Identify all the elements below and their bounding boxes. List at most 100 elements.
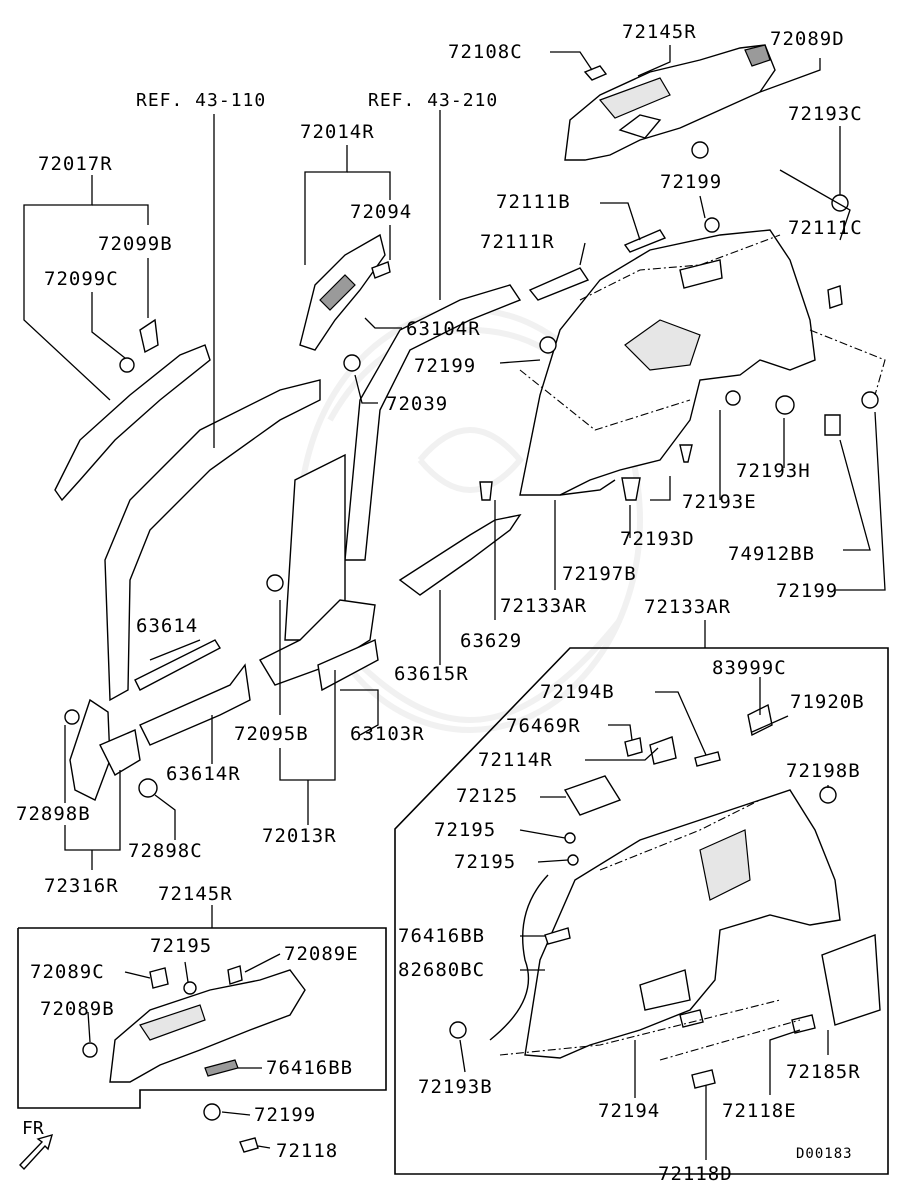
trim-63103R: [317, 638, 379, 692]
detail-rear-quarter-trim: [524, 789, 841, 1059]
ref-label-43-110: REF. 43-110: [136, 90, 266, 111]
label-72194B: 72194B: [540, 681, 615, 703]
label-72111C: 72111C: [788, 217, 863, 239]
clip-72198B: [819, 786, 837, 804]
pad-72194: [679, 1009, 704, 1028]
label-71920B: 71920B: [790, 691, 865, 713]
label-72111R: 72111R: [480, 231, 555, 253]
label-72118: 72118: [276, 1140, 338, 1162]
clip-72099C: [119, 357, 135, 373]
screw-72199-upper: [704, 217, 720, 233]
clip-63629: [479, 481, 493, 501]
label-83999C: 83999C: [712, 657, 787, 679]
label-63104R: 63104R: [406, 318, 481, 340]
front-pillar-trim: [54, 344, 211, 502]
detail-box-right: [394, 647, 889, 1175]
label-74912BB: 74912BB: [728, 543, 815, 565]
label-72197B: 72197B: [562, 563, 637, 585]
label-72125: 72125: [456, 785, 518, 807]
label-72199-b: 72199: [414, 355, 476, 377]
weatherstrip-rear: [344, 284, 522, 561]
label-72316R: 72316R: [44, 875, 119, 897]
screw-72193H: [775, 395, 795, 415]
clip-72898B: [64, 709, 80, 725]
clip-72898C: [138, 778, 158, 798]
label-72185R: 72185R: [786, 1061, 861, 1083]
label-72095B: 72095B: [234, 723, 309, 745]
clip-72195-left: [183, 981, 197, 995]
diagram-code: D00183: [796, 1146, 853, 1162]
detail-box-left: [17, 927, 387, 1109]
pillar-lower-trim: [259, 453, 376, 686]
clip-72195-b: [564, 832, 576, 844]
screw-72039: [343, 354, 361, 372]
label-76416BB-a: 76416BB: [266, 1057, 353, 1079]
fr-label: FR: [22, 1118, 44, 1139]
bracket-72111B: [623, 229, 667, 253]
label-63614R: 63614R: [166, 763, 241, 785]
label-72193D: 72193D: [620, 528, 695, 550]
clip-76416BB: [544, 927, 571, 945]
label-63103R: 63103R: [350, 723, 425, 745]
part-labels: REF. 43-110 REF. 43-210 72108C 72145R 72…: [16, 21, 865, 1185]
scuff-plate-63614: [134, 639, 221, 691]
clip-72095B: [266, 574, 284, 592]
label-72199-a: 72199: [660, 171, 722, 193]
screw-72193B: [449, 1021, 467, 1039]
label-72014R: 72014R: [300, 121, 375, 143]
label-72898B: 72898B: [16, 803, 91, 825]
front-direction-arrow: FR: [19, 1118, 54, 1171]
pad-72118D: [691, 1069, 716, 1089]
step-plate-63615R: [398, 513, 522, 596]
label-72089C: 72089C: [30, 961, 105, 983]
label-63614: 63614: [136, 615, 198, 637]
clip-72089E: [227, 965, 243, 985]
clip-74912BB: [824, 414, 841, 436]
tray-72125: [563, 775, 622, 816]
label-72099B: 72099B: [98, 233, 173, 255]
label-82680BC: 82680BC: [398, 959, 485, 981]
screw-72193-e: [725, 390, 741, 406]
pad-72118E: [791, 1014, 816, 1034]
bracket-72111C: [827, 285, 843, 309]
label-72193B: 72193B: [418, 1076, 493, 1098]
label-72013R: 72013R: [262, 825, 337, 847]
label-72898C: 72898C: [128, 840, 203, 862]
clip-72099B: [139, 318, 159, 354]
rear-upper-trim-top: [564, 44, 776, 161]
label-72198B: 72198B: [786, 760, 861, 782]
ref-label-43-210: REF. 43-210: [368, 90, 498, 111]
label-72145R-bottom: 72145R: [158, 883, 233, 905]
label-72118E: 72118E: [722, 1100, 797, 1122]
label-72199-c: 72199: [776, 580, 838, 602]
center-pillar-trim: [299, 233, 386, 351]
scuff-plate-63614R: [139, 663, 251, 746]
label-72118D: 72118D: [658, 1163, 733, 1185]
label-72108C: 72108C: [448, 41, 523, 63]
label-72114R: 72114R: [478, 749, 553, 771]
label-72089D: 72089D: [770, 28, 845, 50]
label-72195-c: 72195: [454, 851, 516, 873]
clip-72108C: [583, 65, 608, 81]
label-63629: 63629: [460, 630, 522, 652]
clip-72195-c: [567, 854, 579, 866]
clip-76469R: [624, 737, 643, 757]
label-72111B: 72111B: [496, 191, 571, 213]
screw-72199-mid: [539, 336, 557, 354]
cover-72185R: [821, 934, 881, 1026]
label-72017R: 72017R: [38, 153, 113, 175]
weatherstrip-front: [104, 379, 321, 702]
fastener-top-clip: [691, 141, 709, 159]
label-72145R-top: 72145R: [622, 21, 697, 43]
clip-72197B: [621, 477, 641, 501]
screw-72199-right: [861, 391, 879, 409]
rear-quarter-trim: [519, 229, 816, 496]
clip-72094: [371, 261, 391, 279]
label-72193H: 72193H: [736, 460, 811, 482]
clip-72194B: [694, 751, 721, 767]
screw-72199-bottom: [203, 1103, 221, 1121]
label-76416BB-b: 76416BB: [398, 925, 485, 947]
clip-72118: [239, 1137, 259, 1153]
label-76469R: 76469R: [506, 715, 581, 737]
label-72193E: 72193E: [682, 491, 757, 513]
